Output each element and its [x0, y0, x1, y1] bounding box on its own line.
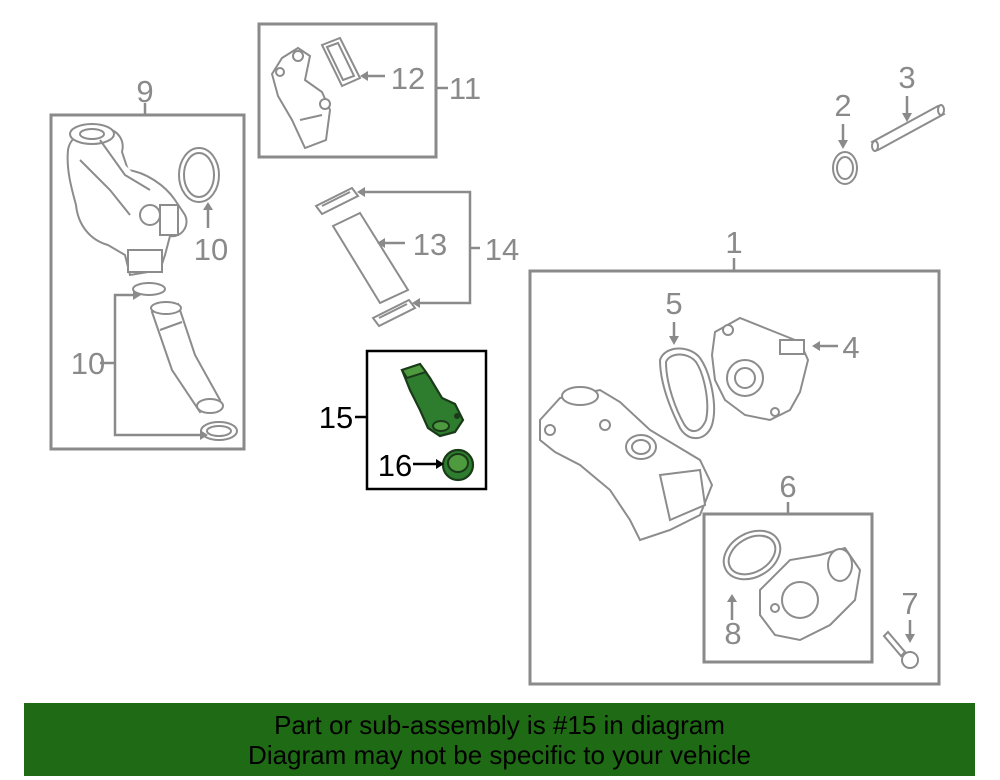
callout-5[interactable]: 5	[665, 286, 682, 321]
thermostat-housing-6[interactable]	[759, 546, 862, 642]
bolt-7[interactable]	[882, 630, 919, 669]
coolant-housing[interactable]	[539, 386, 714, 542]
group-11-box: 11 12	[257, 22, 481, 159]
callout-12[interactable]: 12	[391, 61, 425, 96]
gasket-10-lower-a[interactable]	[132, 282, 166, 296]
callout-15[interactable]: 15	[319, 400, 353, 435]
callout-8[interactable]: 8	[724, 616, 741, 651]
bracket-part[interactable]	[270, 46, 332, 150]
callout-14[interactable]: 14	[485, 232, 519, 267]
callout-16[interactable]: 16	[378, 448, 412, 483]
group-14: 14 13	[314, 186, 519, 328]
callout-3[interactable]: 3	[898, 60, 915, 95]
group-9-turbo-box: 9 10 10	[49, 74, 246, 451]
group-6-box: 6 8	[702, 469, 874, 664]
gasket-14-upper[interactable]	[314, 186, 360, 216]
callout-1[interactable]: 1	[725, 225, 742, 260]
water-outlet-15[interactable]	[400, 362, 465, 438]
notice-banner: Part or sub-assembly is #15 in diagram D…	[24, 703, 975, 776]
parts-diagram: 9 10 10	[49, 22, 946, 686]
water-pump-4[interactable]	[710, 316, 810, 422]
callout-13[interactable]: 13	[413, 227, 447, 262]
callout-2[interactable]: 2	[834, 88, 851, 123]
callout-4[interactable]: 4	[842, 330, 859, 365]
callout-10-upper[interactable]: 10	[194, 232, 228, 267]
group-15-box: 15 16	[319, 349, 488, 491]
gasket-14-lower[interactable]	[371, 298, 417, 328]
callout-9[interactable]: 9	[136, 74, 153, 109]
turbocharger-part[interactable]	[66, 123, 188, 277]
pipe-13[interactable]	[331, 211, 410, 305]
callout-6[interactable]: 6	[779, 469, 796, 504]
callout-11[interactable]: 11	[449, 71, 481, 106]
seal-16[interactable]	[441, 448, 475, 482]
banner-line-1: Part or sub-assembly is #15 in diagram	[274, 709, 725, 740]
callout-10-lower[interactable]: 10	[71, 346, 105, 381]
banner-line-2: Diagram may not be specific to your vehi…	[248, 739, 751, 770]
turbo-pipe-part[interactable]	[150, 301, 224, 414]
group-1-box: 1 5 4	[528, 225, 941, 686]
callout-7[interactable]: 7	[901, 586, 918, 621]
parts-2-3: 2 3	[832, 60, 946, 185]
